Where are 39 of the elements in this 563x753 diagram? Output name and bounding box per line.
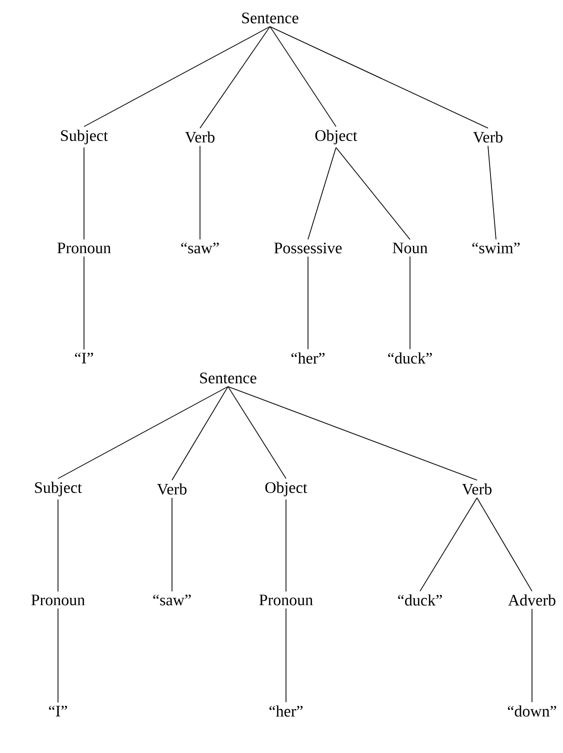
tree-label: Pronoun — [259, 594, 313, 606]
tree-branch — [172, 386, 228, 481]
tree-label: Adverb — [508, 594, 556, 606]
tree-label: “saw” — [181, 242, 219, 254]
tree-branch — [476, 497, 532, 592]
tree-branch — [488, 145, 496, 240]
tree-label: “her” — [291, 352, 325, 364]
tree-label: Verb — [473, 131, 502, 143]
tree-label: “down” — [508, 705, 556, 717]
tree-label: Subject — [61, 130, 108, 144]
tree-label: Pronoun — [57, 242, 111, 254]
tree-branch — [270, 26, 336, 127]
tree-branch — [84, 26, 270, 127]
tree-branch — [200, 26, 270, 129]
tree-label: “I” — [49, 706, 67, 716]
tree-label: Verb — [185, 131, 214, 143]
tree-branch — [270, 26, 488, 129]
tree-label: Object — [265, 482, 308, 496]
tree-label: Pronoun — [31, 594, 85, 606]
tree-branch — [58, 386, 228, 479]
tree-label: Verb — [462, 483, 492, 495]
tree-branch — [228, 386, 478, 481]
tree-label: “swim” — [472, 242, 520, 254]
tree-label: Object — [315, 130, 358, 144]
tree-branch — [336, 147, 410, 240]
tree-label: “her” — [269, 705, 303, 717]
tree-label: “duck” — [388, 352, 432, 364]
tree-label: Sentence — [200, 372, 256, 384]
tree-label: Noun — [392, 242, 428, 254]
tree-branch — [420, 497, 478, 592]
tree-label: Verb — [157, 483, 186, 495]
tree-branch — [228, 386, 286, 479]
tree-branch — [308, 147, 336, 240]
tree-label: “saw” — [153, 594, 191, 606]
tree-label: Sentence — [242, 12, 298, 24]
tree-label: “duck” — [398, 594, 442, 606]
tree-label: Possessive — [274, 242, 342, 254]
tree-label: Subject — [35, 482, 82, 496]
tree-label: “I” — [75, 352, 93, 364]
